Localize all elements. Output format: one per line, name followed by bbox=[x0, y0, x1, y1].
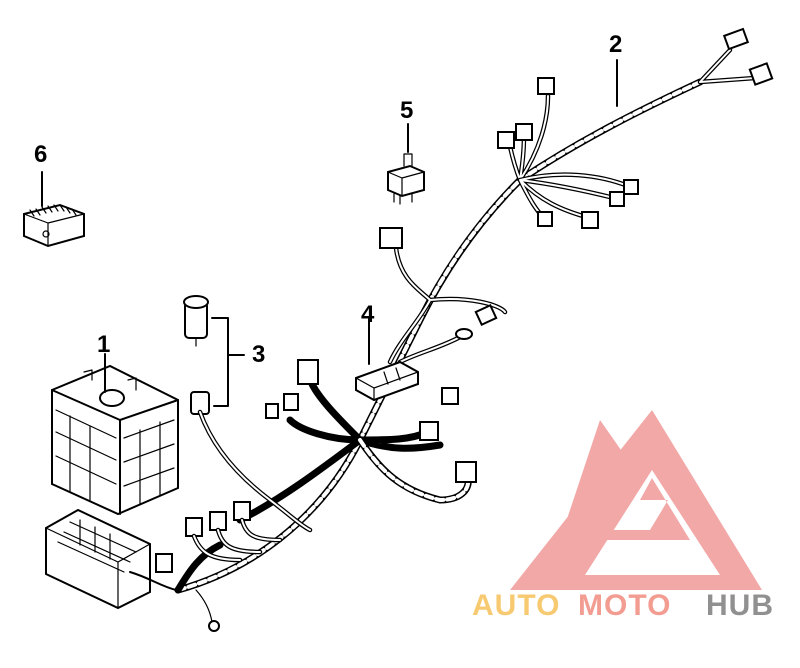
part-2-main-harness bbox=[174, 27, 774, 594]
callout-label-6: 6 bbox=[34, 141, 47, 168]
part-4-connector bbox=[355, 317, 419, 402]
part-6-terminal-strip bbox=[23, 171, 85, 248]
watermark-moto-text: MOTO bbox=[578, 589, 671, 622]
callout-label-3: 3 bbox=[252, 341, 265, 368]
watermark-inner-m bbox=[560, 420, 690, 540]
callout-label-1: 1 bbox=[97, 331, 110, 358]
part-3-sensor bbox=[183, 295, 245, 415]
callout-label-2: 2 bbox=[609, 31, 622, 58]
watermark-logo: AUTO MOTO HUB bbox=[472, 410, 774, 622]
part-5-relay bbox=[387, 123, 425, 205]
lower-sub-harness bbox=[155, 359, 477, 632]
callout-label-4: 4 bbox=[361, 301, 375, 328]
watermark-hub-text: HUB bbox=[706, 589, 774, 622]
part-1-control-unit bbox=[45, 353, 179, 610]
watermark-auto-text: AUTO bbox=[472, 589, 560, 622]
callout-label-5: 5 bbox=[400, 97, 413, 124]
watermark-triangle-mark bbox=[510, 410, 762, 590]
